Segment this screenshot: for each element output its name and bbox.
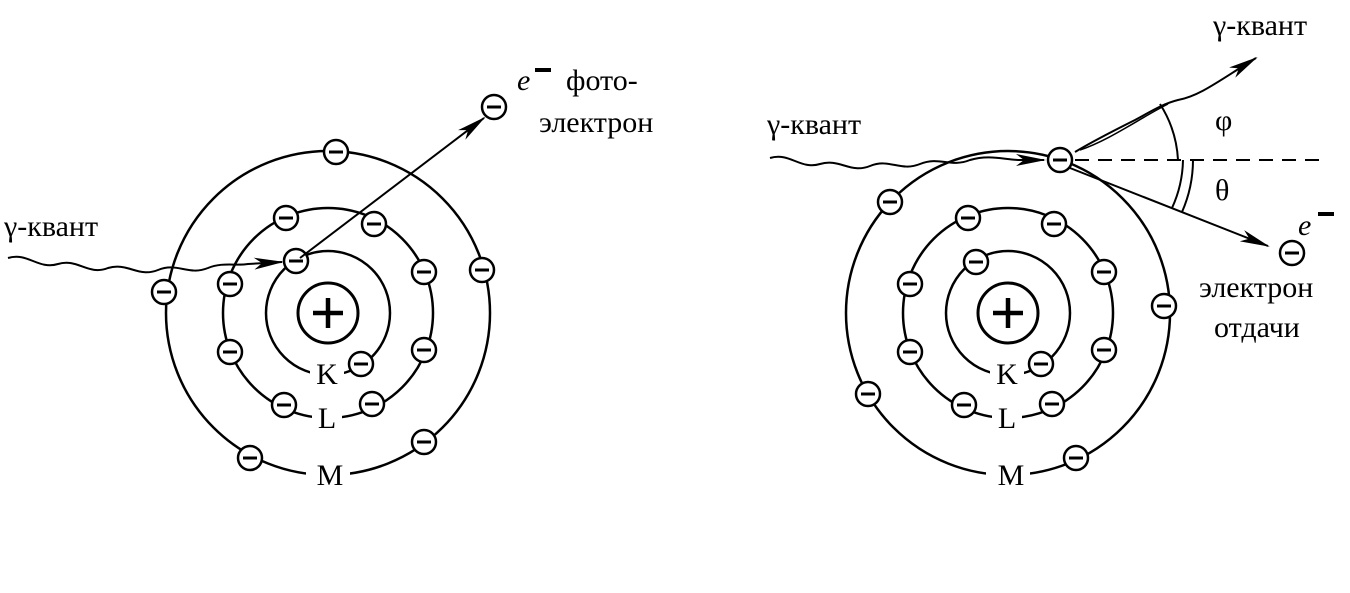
electron-left-13 xyxy=(358,390,386,418)
recoil-electron-symbol: e xyxy=(1298,209,1311,242)
electron-left-5 xyxy=(410,428,438,456)
photoelectron-label-line2: электрон xyxy=(539,106,653,139)
nucleus-right xyxy=(976,281,1040,345)
angle-theta-arc-inner xyxy=(1181,159,1194,213)
incoming-photon-label: γ-квант xyxy=(766,108,861,141)
photon-label-left: γ-квант xyxy=(3,210,98,243)
electron-left-14 xyxy=(282,247,310,275)
scattered-photon-label: γ-квант xyxy=(1212,9,1307,42)
plus-sign-right xyxy=(993,298,1023,328)
photoelectron-track xyxy=(299,116,486,259)
shell-k-label-left: K xyxy=(316,358,338,391)
shell-m-label-left: M xyxy=(317,459,344,492)
electron-right-8 xyxy=(896,270,924,298)
nucleus-left xyxy=(296,281,360,345)
electron-left-11 xyxy=(410,336,438,364)
photoelectron-label-line1: фото- xyxy=(566,64,638,97)
electron-left-4 xyxy=(236,444,264,472)
incoming-photon-wave-right xyxy=(769,154,1046,170)
electron-right-5 xyxy=(1062,444,1090,472)
angle-phi-arc xyxy=(1159,103,1179,161)
electron-left-8 xyxy=(216,270,244,298)
electron-left-3 xyxy=(468,256,496,284)
recoil-electron-charge xyxy=(1318,212,1334,216)
electron-left-2 xyxy=(150,278,178,306)
shell-k-label-right: K xyxy=(996,358,1018,391)
shell-l-label-left: L xyxy=(318,402,336,435)
electron-right-6 xyxy=(954,204,982,232)
angle-theta-arc-outer xyxy=(1171,159,1184,209)
recoil-electron-label-line2: отдачи xyxy=(1214,311,1300,344)
electron-right-11 xyxy=(1090,336,1118,364)
shell-l-label-right: L xyxy=(998,402,1016,435)
electron-right-14 xyxy=(962,248,990,276)
angle-theta-label: θ xyxy=(1215,174,1229,207)
electron-right-9 xyxy=(1090,258,1118,286)
electron-right-1 xyxy=(1046,146,1074,174)
recoil-electron-track xyxy=(1069,167,1270,247)
electron-right-2 xyxy=(876,188,904,216)
electron-left-7 xyxy=(360,210,388,238)
scattered-photon-wave xyxy=(1074,56,1258,153)
electron-right-4 xyxy=(854,380,882,408)
electron-right-12 xyxy=(950,391,978,419)
shell-m-label-right: M xyxy=(998,459,1025,492)
electron-right-7 xyxy=(1040,210,1068,238)
electron-left-6 xyxy=(272,204,300,232)
electron-right-3 xyxy=(1150,292,1178,320)
electron-left-1 xyxy=(322,138,350,166)
electron-right-10 xyxy=(896,338,924,366)
photoelectron-symbol: e xyxy=(517,64,530,97)
electron-left-15 xyxy=(347,350,375,378)
plus-sign-left xyxy=(313,298,343,328)
electron-right-13 xyxy=(1038,390,1066,418)
incoming-photon-wave-left xyxy=(7,255,284,274)
electron-left-12 xyxy=(270,391,298,419)
electron-left-9 xyxy=(410,258,438,286)
electrons-right xyxy=(854,146,1178,472)
compton-panel: K L M γ-квант γ-квант e электрон отдачи … xyxy=(766,9,1334,492)
recoil-electron-label-line1: электрон xyxy=(1199,271,1313,304)
electron-left-10 xyxy=(216,338,244,366)
electron-right-15 xyxy=(1027,350,1055,378)
photoeffect-panel: K L M γ-квант e фото- электрон xyxy=(3,64,653,492)
recoil-electron xyxy=(1278,239,1306,267)
electrons-left xyxy=(150,138,496,472)
photoelectron-charge xyxy=(535,68,551,72)
angle-phi-label: φ xyxy=(1215,104,1232,137)
photoelectron xyxy=(480,93,508,121)
